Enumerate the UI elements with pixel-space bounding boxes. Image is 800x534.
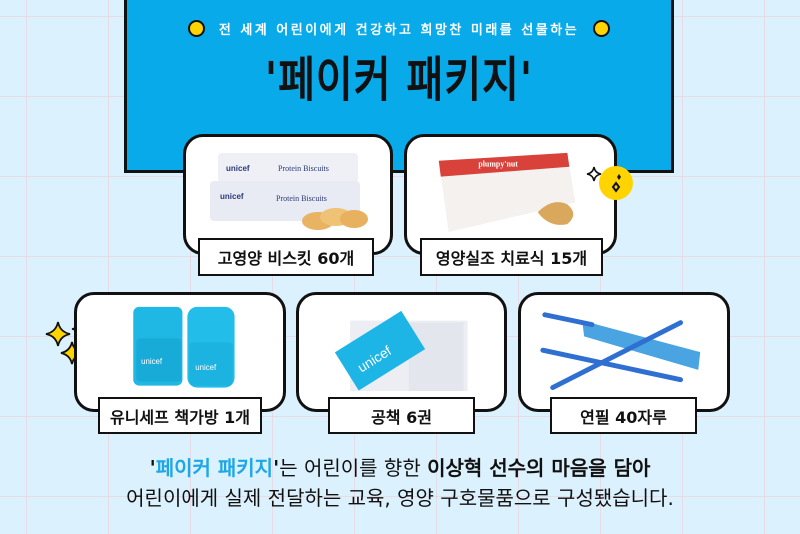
caption-line-1: '페이커 패키지'는 어린이를 향한 이상혁 선수의 마음을 담아 (0, 452, 800, 481)
item-label-pencils: 연필 40자루 (550, 397, 697, 434)
item-card-plumpy-nut: plumpy'nut (404, 134, 617, 255)
svg-text:Protein Biscuits: Protein Biscuits (276, 194, 327, 203)
yellow-dot-icon (187, 20, 205, 37)
quote-mark: ' (149, 456, 156, 480)
unicef-backpack-image: unicef unicef (133, 306, 235, 388)
item-label-notebooks: 공책 6권 (328, 397, 475, 434)
item-label-biscuits: 고영양 비스킷 60개 (198, 238, 374, 276)
svg-text:unicef: unicef (141, 357, 163, 366)
quote-mark: ' (273, 456, 280, 480)
item-card-notebooks: unicef (296, 292, 507, 412)
item-card-biscuits: unicef Protein Biscuits unicef Protein B… (183, 134, 393, 255)
item-label-backpack: 유니세프 책가방 1개 (98, 397, 262, 434)
caption-line-2: 어린이에게 실제 전달하는 교육, 영양 구호물품으로 구성됐습니다. (126, 486, 674, 510)
plumpy-nut-image: plumpy'nut (438, 152, 576, 233)
caption-bold: 이상혁 선수의 마음을 담아 (427, 456, 651, 480)
sparkle-outline-icon (586, 166, 602, 182)
caption-highlight: 페이커 패키지 (155, 456, 274, 480)
yellow-dot-icon (593, 20, 611, 37)
svg-text:plumpy'nut: plumpy'nut (478, 160, 518, 169)
svg-text:Protein Biscuits: Protein Biscuits (278, 164, 329, 173)
item-card-pencils (518, 292, 730, 412)
caption-mid: 는 어린이를 향한 (279, 456, 428, 480)
subtitle-row: 전 세계 어린이에게 건강하고 희망찬 미래를 선물하는 (127, 19, 671, 38)
sparkle-circle-icon (599, 166, 633, 200)
protein-biscuits-image: unicef Protein Biscuits unicef Protein B… (210, 153, 368, 230)
item-card-backpack: unicef unicef (74, 292, 286, 412)
pencils-image (540, 312, 701, 391)
item-label-plumpy-nut: 영양실조 치료식 15개 (420, 238, 603, 276)
header-title: '페이커 패키지' (264, 53, 534, 109)
svg-text:unicef: unicef (220, 192, 244, 201)
unicef-notebook-image: unicef (334, 310, 468, 391)
svg-text:unicef: unicef (226, 164, 250, 173)
header-subtitle: 전 세계 어린이에게 건강하고 희망찬 미래를 선물하는 (218, 23, 580, 38)
svg-text:unicef: unicef (195, 363, 217, 372)
